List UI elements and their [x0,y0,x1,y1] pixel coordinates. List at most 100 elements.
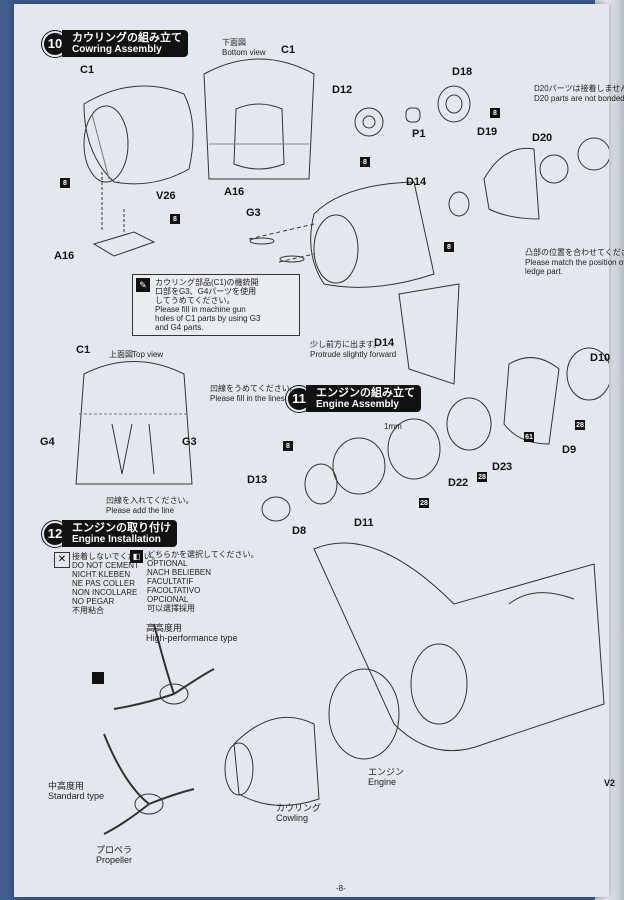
optional-line: 可以選擇採用 [147,604,195,613]
protrude-note-jp: 少し前方に出ます。 [310,340,382,349]
part-badge: 8 [60,178,70,188]
bottom-view-jp: 下面図 [222,38,246,47]
part-badge: 8 [170,214,180,224]
no-cement-icon: ✕ [54,552,70,568]
label-c1-top: C1 [76,344,91,356]
propeller-drawings [103,623,215,835]
cowling-jp: カウリング [276,803,322,813]
section-11-title-jp: エンジンの組み立て [316,387,415,399]
label-d13: D13 [247,474,268,486]
no-cement-line: DO NOT CEMENT [72,561,139,570]
label-d19: D19 [477,126,498,138]
part-badge: 61 [524,432,534,442]
optional-line: FACULTATIF [147,577,194,586]
section-11-header: 11 エンジンの組み立て Engine Assembly [286,385,421,412]
label-g3-top: G3 [182,436,197,448]
optional-icon: ◧ [130,550,143,563]
engine-assembly-drawing [261,347,609,522]
label-v26: V26 [156,190,176,202]
engine-en: Engine [368,777,397,787]
propeller-jp: プロペラ [96,845,133,855]
fill-note-en-2: holes of C1 parts by using G3 [155,314,261,323]
optional-line: どちらかを選択してください。 [147,550,259,559]
optional-line: NACH BELIEBEN [147,568,212,577]
no-cement-line: NE PAS COLLER [72,579,135,588]
label-d23: D23 [492,461,513,473]
part-badge: 28 [575,420,585,430]
no-cement-line: 不用粘合 [72,606,104,615]
cowling-en: Cowling [276,813,309,823]
label-d18: D18 [452,66,473,78]
fill-lines-en: Please fill in the lines [210,394,285,403]
label-d14-protrude: D14 [374,337,395,349]
cowling-c1-drawing [83,85,194,185]
bottom-view-en: Bottom view [222,48,266,57]
fill-note-en-1: Please fill in machine gun [155,305,246,314]
ledge-note-en-1: Please match the position of the [525,258,624,267]
optional-line: FACOLTATIVO [147,586,201,595]
bottom-view-drawing [203,58,315,180]
fill-note-jp-1: カウリング部品(C1)の機銃開 [155,278,259,287]
part-badge: 8 [283,441,293,451]
cement-icon: ✎ [136,278,150,292]
label-d10: D10 [590,352,611,364]
label-c1: C1 [80,64,95,76]
label-d12: D12 [332,84,353,96]
page-number: -8- [336,884,346,893]
add-line-en: Please add the line [106,506,175,515]
label-c1-bottom: C1 [281,44,296,56]
part-badge: 8 [490,108,500,118]
section-11-title-en: Engine Assembly [316,399,399,410]
instruction-page: 10 カウリングの組み立て Cowring Assembly 11 エンジンの組… [14,4,624,897]
label-d14: D14 [406,176,427,188]
label-d20: D20 [532,132,553,144]
d20-note-en: D20 parts are not bonded. [534,94,624,103]
add-line-jp: 凹線を入れてください。 [106,496,194,505]
next-page-label: V2 [604,778,616,788]
engine-jp: エンジン [368,767,405,777]
fuselage-fragment [398,283,460,385]
no-cement-line: NON INCOLLARE [72,588,138,597]
protrude-note-en: Protrude slightly forward [310,350,397,359]
label-d11: D11 [354,517,374,529]
label-d9: D9 [562,444,577,456]
section-12-header: 12 エンジンの取り付け Engine Installation [42,520,177,547]
optional-marker-icon [92,672,104,684]
label-d22: D22 [448,477,469,489]
ledge-note-en-2: ledge part. [525,267,563,276]
fill-note-jp-2: 口部をG3、G4パーツを使用 [155,287,257,296]
optional-line: OPTIONAL [147,559,188,568]
label-d8: D8 [292,525,307,537]
top-view-jp: 上面図 [109,350,133,359]
cowling-main-drawing [248,181,435,288]
scale-1mm: 1mm [384,422,402,431]
no-cement-line: NO PEGAR [72,597,115,606]
a16-part-drawing [92,172,156,257]
no-cement-line: NICHT KLEBEN [72,570,131,579]
label-a16-bottom: A16 [224,186,245,198]
section-12-title-en: Engine Installation [72,534,161,545]
fill-lines-jp: 凹線をうめてください。 [210,384,298,393]
no-cement-line: 接着しないでください。 [72,552,160,561]
std-type-jp: 中高度用 [48,781,85,791]
optional-line: OPCIONAL [147,595,189,604]
label-p1: P1 [412,128,426,140]
part-badge: 28 [419,498,429,508]
top-view-en: Top view [132,350,164,359]
fill-holes-note: ✎ カウリング部品(C1)の機銃開 口部をG3、G4パーツを使用 してうめてくだ… [132,274,300,336]
section-10-header: 10 カウリングの組み立て Cowring Assembly [42,30,188,57]
aircraft-drawing [224,542,605,806]
section-10-title-jp: カウリングの組み立て [72,32,182,44]
engine-parts-exploded [354,85,609,220]
propeller-en: Propeller [96,855,133,865]
section-12-title-jp: エンジンの取り付け [72,522,171,534]
label-a16: A16 [54,250,75,262]
top-view-drawing [75,361,193,485]
hp-type-en: High-performance type [146,633,238,643]
part-badge: 8 [444,242,454,252]
part-badge: 8 [360,157,370,167]
label-g4-top: G4 [40,436,55,448]
assembly-drawings [75,58,609,835]
ledge-note-jp: 凸部の位置を合わせてください。 [525,248,624,257]
std-type-en: Standard type [48,791,105,801]
